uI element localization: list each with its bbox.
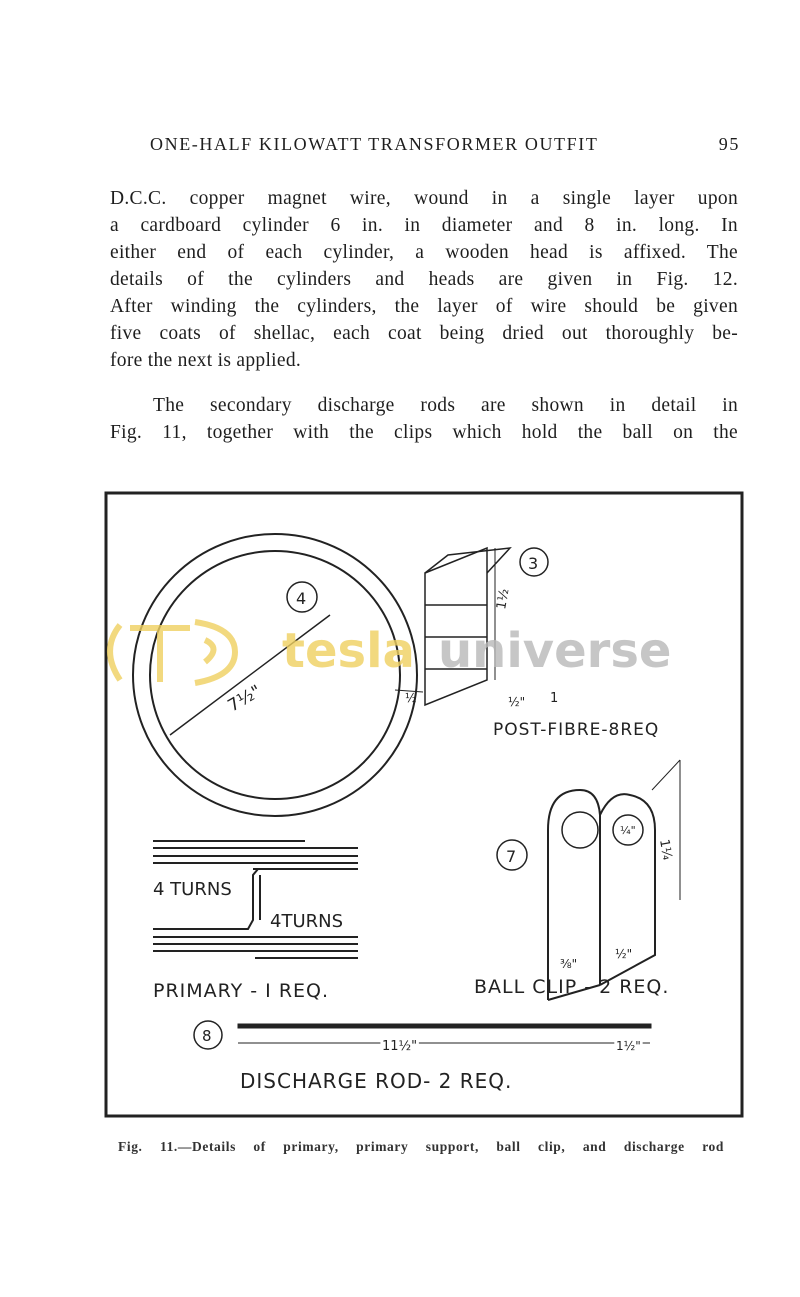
page-number: 95 bbox=[718, 134, 740, 154]
ring-outer bbox=[132, 533, 418, 817]
post-depth-label: 1 bbox=[550, 691, 558, 706]
part-7-circle bbox=[496, 839, 528, 871]
body-line: fore the next is applied. bbox=[110, 350, 302, 371]
ball-clip-title: BALL CLIP - 2 REQ. bbox=[474, 976, 669, 998]
body-line: five coats of shellac, each coat being d… bbox=[110, 323, 738, 344]
post-fibre-block bbox=[424, 546, 488, 707]
ball-clip bbox=[547, 788, 656, 1001]
part-7-label: 7 bbox=[506, 847, 516, 866]
ring-inner bbox=[149, 550, 401, 800]
body-line: Fig. 11, together with the clips which h… bbox=[110, 422, 738, 443]
body-line: details of the cylinders and heads are g… bbox=[110, 269, 738, 290]
watermark-word-tesla: tesla bbox=[282, 623, 415, 679]
discharge-rod bbox=[237, 1023, 652, 1029]
running-header: ONE-HALF KILOWATT TRANSFORMER OUTFIT 95 bbox=[150, 134, 740, 155]
clip-height-label: 1¼ bbox=[656, 838, 674, 862]
tesla-universe-watermark: tesla universe bbox=[107, 619, 671, 686]
body-line: After winding the cylinders, the layer o… bbox=[110, 296, 738, 317]
body-line: either end of each cylinder, a wooden he… bbox=[110, 242, 738, 263]
part-3-circle bbox=[519, 547, 549, 577]
part-3-label: 3 bbox=[528, 554, 538, 573]
clip-hole-label: ¼" bbox=[620, 824, 636, 837]
tesla-universe-logo-icon bbox=[107, 619, 239, 686]
primary-title: PRIMARY - I REQ. bbox=[153, 980, 329, 1002]
running-title: ONE-HALF KILOWATT TRANSFORMER OUTFIT bbox=[150, 134, 599, 154]
rod-tip-label: 1½" bbox=[616, 1039, 641, 1053]
body-line: a cardboard cylinder 6 in. in diameter a… bbox=[110, 215, 738, 236]
part-4-label: 4 bbox=[296, 589, 306, 608]
part-4-circle bbox=[286, 581, 318, 613]
clip-depth-label: ½" bbox=[615, 947, 632, 961]
post-width-label: ½" bbox=[508, 695, 525, 709]
turns-upper-label: 4 TURNS bbox=[153, 879, 232, 900]
part-8-label: 8 bbox=[202, 1027, 212, 1045]
rod-length-label: 11½" bbox=[382, 1039, 417, 1054]
body-line: D.C.C. copper magnet wire, wound in a si… bbox=[110, 188, 738, 209]
post-fibre-title: POST-FIBRE-8REQ bbox=[493, 720, 659, 740]
discharge-rod-title: DISCHARGE ROD- 2 REQ. bbox=[240, 1069, 512, 1093]
post-height-label: 1½ bbox=[494, 588, 512, 611]
clip-width-label: ⅜" bbox=[560, 957, 577, 971]
watermark-word-universe: universe bbox=[438, 623, 671, 679]
turns-lower-label: 4TURNS bbox=[270, 911, 343, 932]
figure-caption: Fig. 11.—Details of primary, primary sup… bbox=[118, 1139, 724, 1154]
ring-diameter-label: 7½" bbox=[225, 681, 265, 716]
part-8-circle bbox=[193, 1020, 223, 1050]
figure-frame bbox=[104, 491, 744, 1118]
body-line: The secondary discharge rods are shown i… bbox=[153, 395, 738, 416]
ring-width-label: ½ bbox=[405, 691, 417, 705]
primary-winding bbox=[153, 840, 358, 959]
